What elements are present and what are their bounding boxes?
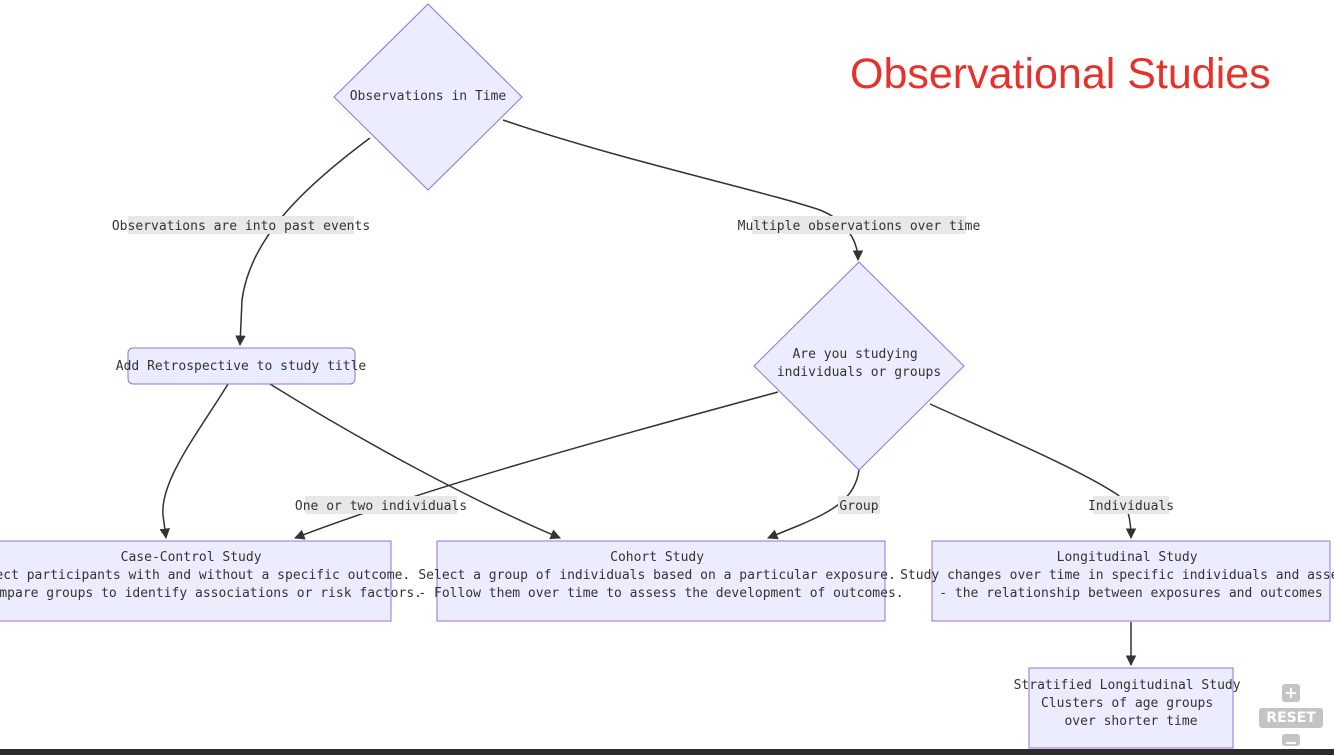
node-stratified-longitudinal-study[interactable]: Stratified Longitudinal Study Clusters o… <box>1014 667 1249 749</box>
node-text-line: - the relationship between exposures and… <box>939 586 1323 601</box>
node-text-line: Study changes over time in specific indi… <box>900 568 1334 583</box>
svg-text:Add Retrospective to study tit: Add Retrospective to study title <box>116 359 367 374</box>
node-longitudinal-study[interactable]: Longitudinal Study Study changes over ti… <box>900 540 1334 622</box>
node-text-line: - Compare groups to identify association… <box>0 586 422 601</box>
edge-time-to-groups <box>502 119 864 262</box>
node-title: Cohort Study <box>610 550 704 565</box>
node-text-line: Add Retrospective to study title <box>116 359 367 374</box>
node-text-line: over shorter time <box>1064 714 1197 729</box>
node-title: Stratified Longitudinal Study <box>1014 678 1241 693</box>
edge-retro-to-case <box>159 383 229 540</box>
node-observations-in-time[interactable]: Observations in Time <box>333 3 523 191</box>
edge-label-text: One or two individuals <box>295 499 467 514</box>
node-text-line: Clusters of age groups <box>1041 696 1213 711</box>
edge-label-text: Observations are into past events <box>112 219 370 234</box>
node-text-line: individuals or groups <box>777 365 941 380</box>
svg-text:Stratified Longitudinal Study: Stratified Longitudinal Study Clusters o… <box>1014 678 1249 729</box>
zoom-in-button[interactable]: + <box>1282 684 1300 702</box>
node-case-control-study[interactable]: Case-Control Study Select participants w… <box>0 540 422 622</box>
edge-label-individuals: Individuals <box>1088 496 1174 514</box>
edge-time-to-retro <box>235 137 371 347</box>
edge-groups-to-long <box>929 403 1137 540</box>
node-text-line: Are you studying <box>792 347 917 362</box>
node-text-line: - Follow them over time to assess the de… <box>418 586 903 601</box>
edge-label-text: Individuals <box>1088 499 1174 514</box>
node-add-retrospective[interactable]: Add Retrospective to study title <box>116 347 367 385</box>
edge-groups-to-case <box>294 391 779 540</box>
node-title: Case-Control Study <box>121 550 262 565</box>
edge-label-multiple: Multiple observations over time <box>738 216 981 234</box>
node-text-line: Select a group of individuals based on a… <box>418 568 895 583</box>
svg-text:Are you studying individ: Are you studying individuals or groups <box>777 347 941 380</box>
edge-groups-to-cohort <box>767 469 860 540</box>
node-individuals-or-groups[interactable]: Are you studying individuals or groups <box>753 261 965 471</box>
edge-label-text: Multiple observations over time <box>738 219 981 234</box>
node-text-line: Select participants with and without a s… <box>0 568 410 583</box>
svg-text:Longitudinal Study Study: Longitudinal Study Study changes over ti… <box>900 550 1334 601</box>
edge-retro-to-cohort <box>269 383 561 540</box>
zoom-controls: + RESET − <box>1258 684 1324 746</box>
svg-text:Cohort Study Select a gr: Cohort Study Select a group of individua… <box>418 550 903 601</box>
edge-label-past: Observations are into past events <box>112 216 370 234</box>
reset-button[interactable]: RESET <box>1259 708 1323 728</box>
svg-text:Observations in Time: Observations in Time <box>350 89 507 104</box>
edge-label-one-two: One or two individuals <box>295 496 467 514</box>
bottom-bar <box>0 749 1334 755</box>
edge-label-text: Group <box>839 499 878 514</box>
svg-text:Case-Control Study Selec: Case-Control Study Select participants w… <box>0 550 422 601</box>
page-title: Observational Studies <box>850 50 1271 98</box>
node-text-line: Observations in Time <box>350 89 507 104</box>
edge-label-group: Group <box>838 496 880 514</box>
node-cohort-study[interactable]: Cohort Study Select a group of individua… <box>418 540 904 622</box>
zoom-out-button[interactable]: − <box>1282 734 1300 746</box>
node-title: Longitudinal Study <box>1057 550 1198 565</box>
